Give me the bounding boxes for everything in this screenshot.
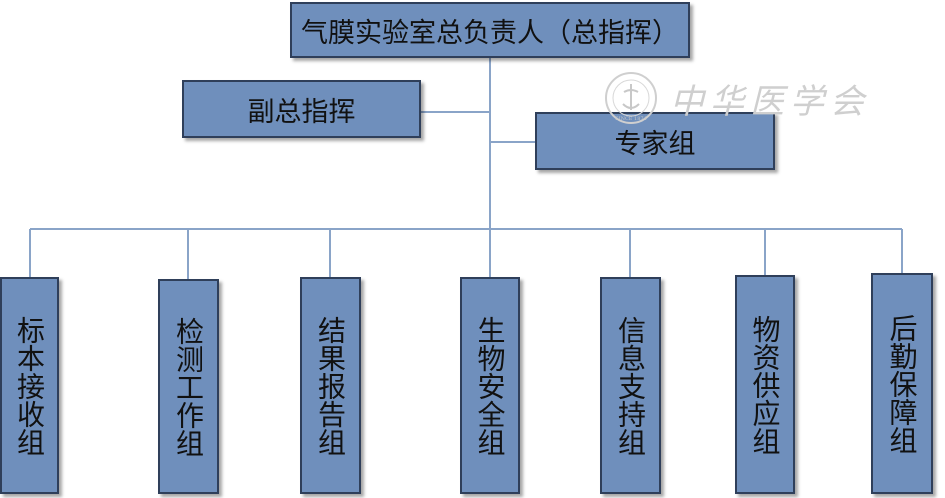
group-label: 物资供应组 [748, 314, 782, 455]
group-label: 后勤保障组 [885, 313, 919, 454]
chief-label: 气膜实验室总负责人（总指挥） [301, 17, 679, 49]
group-label: 标本接收组 [13, 315, 46, 456]
group-box-testing: 检测工作组 [158, 279, 219, 494]
group-label: 信息支持组 [614, 315, 647, 456]
group-box-logistics: 后勤保障组 [871, 273, 933, 494]
seal-icon: SINCE 1874 [605, 72, 657, 124]
expert-group-box: 专家组 [535, 112, 775, 170]
watermark-logo: SINCE 1874 中华医学会 [598, 70, 888, 126]
deputy-label: 副总指挥 [247, 96, 356, 128]
watermark-calligraphy: 中华医学会 [670, 82, 870, 122]
deputy-box: 副总指挥 [182, 80, 421, 138]
group-box-report: 结果报告组 [300, 277, 361, 494]
group-box-supply: 物资供应组 [735, 275, 795, 494]
chief-box: 气膜实验室总负责人（总指挥） [290, 2, 690, 58]
group-box-specimen: 标本接收组 [0, 277, 59, 494]
group-box-info: 信息支持组 [600, 277, 661, 494]
group-label: 生物安全组 [473, 315, 507, 456]
group-label: 结果报告组 [314, 315, 347, 456]
expert-group-label: 专家组 [614, 128, 696, 160]
group-label: 检测工作组 [172, 316, 205, 457]
group-box-biosafety: 生物安全组 [460, 277, 520, 494]
seal-text: SINCE 1874 [615, 116, 647, 122]
